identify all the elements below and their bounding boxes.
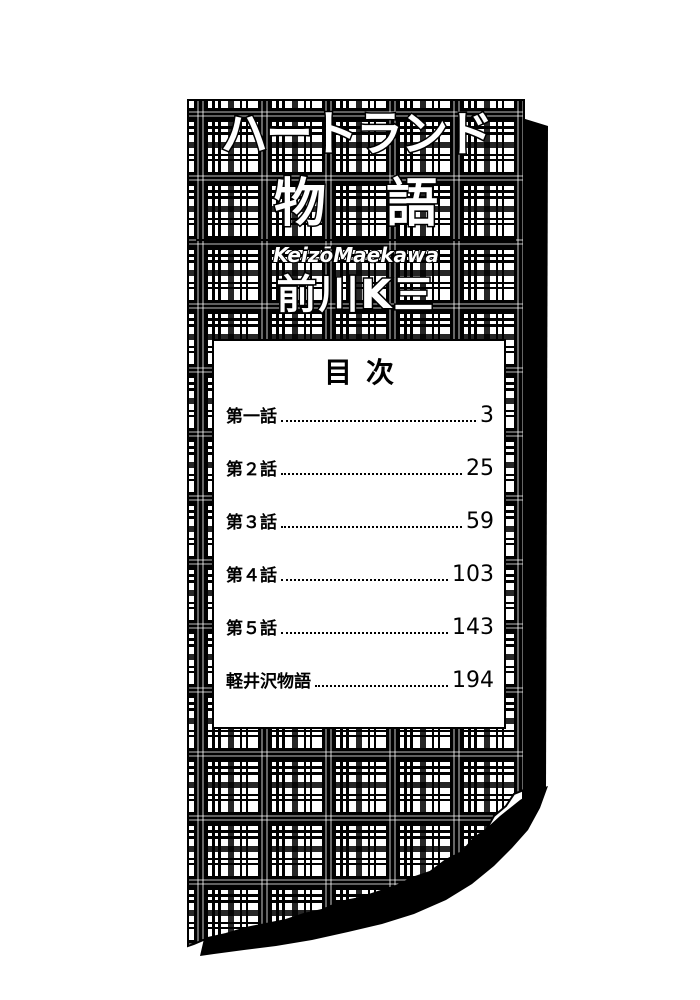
- series-title-line-1: ハートランド: [219, 105, 494, 164]
- author-name-kanji: 前川K三: [275, 271, 436, 320]
- toc-entry[interactable]: 第４話 103: [226, 558, 494, 588]
- toc-entry-page: 103: [452, 562, 494, 587]
- toc-entry-label: 軽井沢物語: [226, 672, 311, 692]
- toc-entry-label: 第２話: [226, 460, 277, 480]
- series-title-line-2: 物語: [272, 173, 498, 236]
- toc-entry-page: 59: [466, 509, 494, 534]
- toc-dot-leader: [281, 632, 448, 634]
- toc-entry-page: 194: [452, 668, 494, 693]
- toc-entry[interactable]: 第一話 3: [226, 399, 494, 429]
- toc-entry[interactable]: 第３話 59: [226, 505, 494, 535]
- toc-entry-page: 143: [452, 615, 494, 640]
- toc-entry[interactable]: 軽井沢物語 194: [226, 664, 494, 694]
- author-name-romaji: KeizōMaekawa: [272, 242, 440, 268]
- toc-entry-label: 第５話: [226, 619, 277, 639]
- toc-entry-label: 第４話: [226, 566, 277, 586]
- toc-dot-leader: [281, 473, 462, 475]
- toc-entry[interactable]: 第２話 25: [226, 452, 494, 482]
- toc-entry-label: 第３話: [226, 513, 277, 533]
- toc-entry-label: 第一話: [226, 407, 277, 427]
- toc-entry-page: 25: [466, 456, 494, 481]
- toc-dot-leader: [315, 685, 448, 687]
- toc-entry[interactable]: 第５話 143: [226, 611, 494, 641]
- toc-dot-leader: [281, 579, 448, 581]
- table-of-contents: 目次 第一話 3 第２話 25 第３話 59 第４話 103 第５話 143: [212, 339, 506, 729]
- toc-dot-leader: [281, 420, 476, 422]
- toc-dot-leader: [281, 526, 462, 528]
- shadow-panel: [522, 118, 548, 800]
- toc-entry-page: 3: [480, 403, 494, 428]
- toc-heading: 目次: [323, 356, 408, 389]
